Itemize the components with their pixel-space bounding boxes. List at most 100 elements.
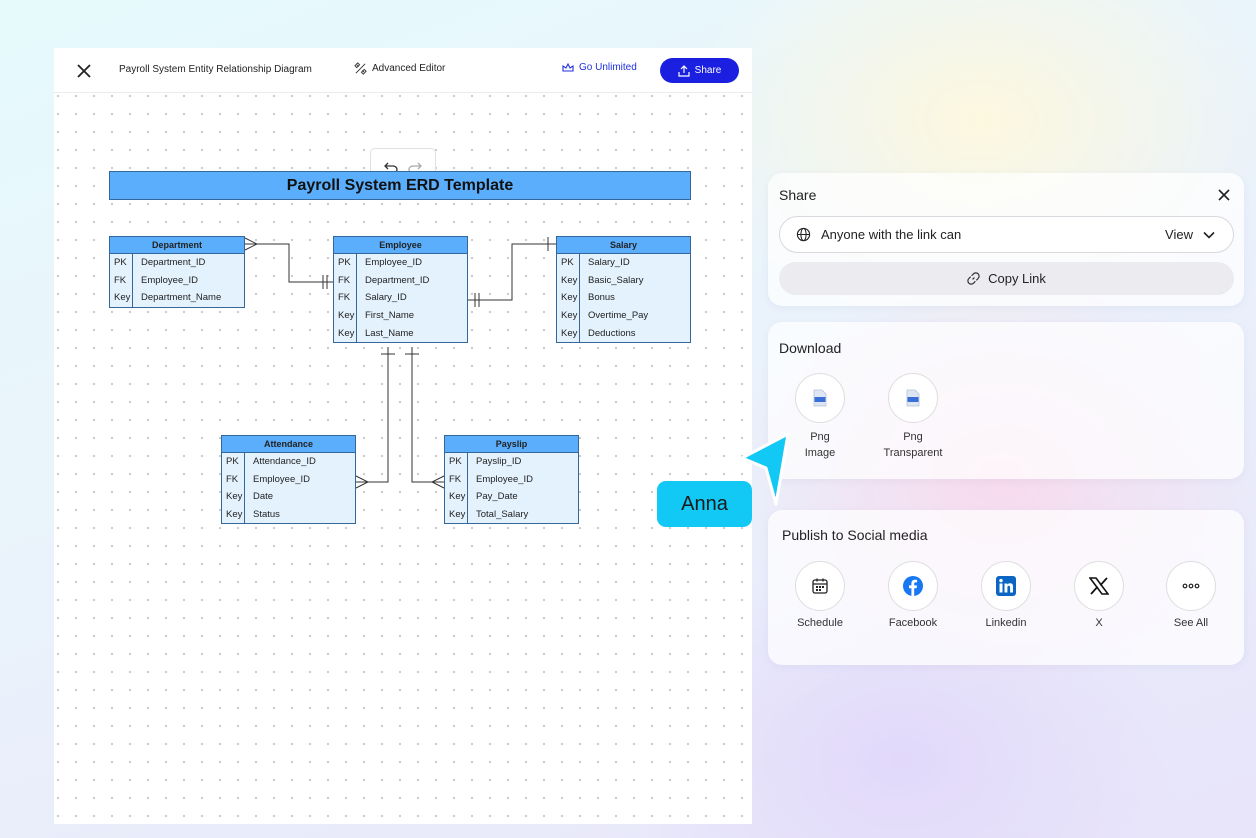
social-label: See All xyxy=(1173,617,1209,629)
entity-header: Salary xyxy=(557,237,690,254)
social-see-all[interactable]: See All xyxy=(1151,561,1231,629)
field-name: Deductions xyxy=(588,327,636,339)
social-facebook[interactable]: Facebook xyxy=(873,561,953,629)
copy-link-button[interactable]: Copy Link xyxy=(779,262,1234,295)
entity-row: Key Overtime_Pay xyxy=(557,306,690,325)
field-name: Department_ID xyxy=(141,257,206,269)
field-name: Employee_ID xyxy=(253,473,311,485)
entity-row: Key Date xyxy=(222,488,355,506)
social-linkedin[interactable]: Linkedin xyxy=(966,561,1046,629)
entity-header: Attendance xyxy=(222,436,355,453)
collaborator-name-tag: Anna xyxy=(657,481,752,527)
linkedin-icon xyxy=(981,561,1031,611)
field-name: First_Name xyxy=(365,310,415,322)
link-access-select[interactable]: Anyone with the link can View xyxy=(779,216,1234,253)
field-name: Date xyxy=(253,491,274,503)
field-name: Pay_Date xyxy=(476,491,518,503)
field-name: Status xyxy=(253,509,280,521)
download-panel-title: Download xyxy=(779,340,842,356)
download-label-line2: Transparent xyxy=(883,447,943,459)
more-icon xyxy=(1166,561,1216,611)
field-name: Salary_ID xyxy=(365,292,407,304)
crown-icon xyxy=(562,62,574,72)
entity-payslip[interactable]: Payslip PK Payslip_ID FK Employee_ID Key Pa… xyxy=(444,435,579,525)
entity-row: Key First_Name xyxy=(334,306,467,325)
close-icon[interactable] xyxy=(1217,188,1231,202)
entity-row: Key Pay_Date xyxy=(445,488,578,506)
entity-row: Key Deductions xyxy=(557,324,690,342)
entity-department[interactable]: Department PK Department_ID FK Employee_ID… xyxy=(109,236,245,308)
field-name: Overtime_Pay xyxy=(588,310,649,322)
field-name: Payslip_ID xyxy=(476,456,522,468)
key-type: FK xyxy=(110,271,133,290)
entity-row: PK Department_ID xyxy=(110,254,244,272)
permission-value: View xyxy=(1165,227,1193,242)
entity-header: Payslip xyxy=(445,436,578,453)
diagram-editor: Payroll System Entity Relationship Diagr… xyxy=(54,48,752,824)
field-name: Last_Name xyxy=(365,327,414,339)
upload-icon xyxy=(678,64,690,77)
go-unlimited-label: Go Unlimited xyxy=(579,62,637,73)
key-type: Key xyxy=(334,306,357,325)
key-type: Key xyxy=(445,505,468,524)
globe-icon xyxy=(796,227,811,242)
share-panel: Share Anyone with the link can View Copy… xyxy=(768,173,1244,306)
field-name: Bonus xyxy=(588,292,615,304)
share-panel-title: Share xyxy=(779,187,817,203)
social-panel-title: Publish to Social media xyxy=(782,527,928,543)
key-type: Key xyxy=(445,488,468,506)
key-type: Key xyxy=(557,306,580,325)
document-title: Payroll System Entity Relationship Diagr… xyxy=(119,64,312,75)
share-button[interactable]: Share xyxy=(660,58,739,83)
entity-row: PK Payslip_ID xyxy=(445,453,578,471)
entity-header: Department xyxy=(110,237,244,254)
key-type: Key xyxy=(222,488,245,506)
download-png-image[interactable]: Png Image xyxy=(780,373,860,461)
social-label: Schedule xyxy=(797,617,843,629)
key-type: FK xyxy=(334,289,357,307)
calendar-icon xyxy=(795,561,845,611)
key-type: FK xyxy=(334,271,357,290)
key-type: PK xyxy=(110,254,133,272)
key-type: PK xyxy=(445,453,468,471)
key-type: Key xyxy=(557,289,580,307)
facebook-icon xyxy=(888,561,938,611)
close-icon[interactable] xyxy=(74,61,94,81)
diagram-canvas[interactable] xyxy=(54,94,752,824)
entity-row: FK Employee_ID xyxy=(110,271,244,290)
go-unlimited-button[interactable]: Go Unlimited xyxy=(562,62,637,73)
entity-row: Key Total_Salary xyxy=(445,505,578,524)
field-name: Total_Salary xyxy=(476,509,529,521)
social-label: Linkedin xyxy=(985,617,1027,629)
key-type: PK xyxy=(222,453,245,471)
download-panel: Download Png Image Png Transparent xyxy=(768,322,1244,479)
entity-row: Key Bonus xyxy=(557,289,690,307)
social-schedule[interactable]: Schedule xyxy=(780,561,860,629)
field-name: Salary_ID xyxy=(588,257,630,269)
erd-title: Payroll System ERD Template xyxy=(109,171,691,200)
field-name: Employee_ID xyxy=(141,274,199,286)
key-type: FK xyxy=(445,470,468,489)
social-x[interactable]: X xyxy=(1059,561,1139,629)
download-png-transparent[interactable]: Png Transparent xyxy=(873,373,953,461)
editor-topbar: Payroll System Entity Relationship Diagr… xyxy=(54,48,752,93)
collaborator-cursor-icon xyxy=(740,432,790,506)
png-file-icon xyxy=(888,373,938,423)
key-type: Key xyxy=(557,271,580,290)
entity-row: FK Salary_ID xyxy=(334,289,467,307)
key-type: Key xyxy=(557,324,580,342)
field-name: Employee_ID xyxy=(476,473,534,485)
download-label-line1: Png xyxy=(903,431,923,443)
advanced-editor-button[interactable]: Advanced Editor xyxy=(354,62,445,75)
